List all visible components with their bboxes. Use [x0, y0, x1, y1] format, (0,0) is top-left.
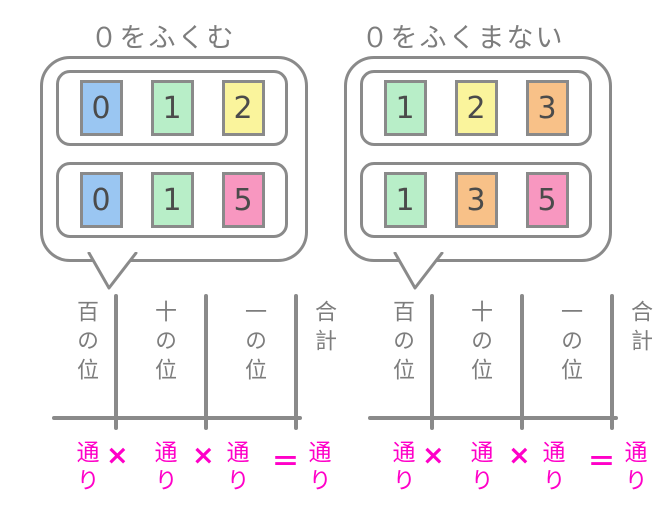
column-label-tens: 十の位: [151, 300, 176, 387]
card-row: 1 3 5: [360, 162, 592, 238]
digit-card: 2: [454, 80, 498, 136]
card-row: 1 2 3: [360, 70, 592, 146]
ways-count: 通り: [150, 440, 176, 496]
ways-count: 通り: [538, 440, 564, 496]
card-row: 0 1 2: [56, 70, 288, 146]
ways-count: 通り: [304, 440, 330, 496]
ways-count: 通り: [72, 440, 98, 496]
column-label-ones: 一の位: [557, 300, 582, 387]
ways-count: 通り: [222, 440, 248, 496]
column-divider: [430, 294, 434, 430]
bubble-tail-icon: [393, 252, 444, 290]
digit-card: 1: [150, 80, 194, 136]
card-bubble-includes-zero: 0 1 2 0 1 5: [40, 56, 308, 262]
bubble-tail-icon: [87, 252, 138, 290]
equals-sign: ＝: [272, 447, 299, 478]
column-label-hundreds: 百の位: [389, 300, 414, 387]
ways-count: 通り: [620, 440, 646, 496]
ways-count: 通り: [466, 440, 492, 496]
column-label-hundreds: 百の位: [73, 300, 98, 387]
place-value-table-right: 百の位 十の位 一の位 合計: [368, 294, 654, 430]
digit-card: 3: [454, 172, 498, 228]
column-label-ones: 一の位: [241, 300, 266, 387]
digit-card: 1: [150, 172, 194, 228]
formula-right: 通り × 通り × 通り ＝ 通り: [368, 438, 654, 520]
formula-left: 通り × 通り × 通り ＝ 通り: [52, 438, 352, 520]
digit-card: 2: [221, 80, 265, 136]
group-title-includes-zero: ０をふくむ: [90, 23, 236, 54]
column-divider: [204, 294, 208, 430]
column-label-total: 合計: [627, 300, 652, 358]
digit-card: 5: [221, 172, 265, 228]
column-label-total: 合計: [311, 300, 336, 358]
multiply-sign: ×: [508, 440, 531, 471]
digit-card: 3: [525, 80, 569, 136]
digit-card: 1: [383, 172, 427, 228]
column-divider: [610, 294, 614, 430]
multiply-sign: ×: [422, 440, 445, 471]
group-title-excludes-zero: ０をふくまない: [361, 23, 565, 54]
place-value-table-left: 百の位 十の位 一の位 合計: [52, 294, 352, 430]
card-row: 0 1 5: [56, 162, 288, 238]
ways-count: 通り: [388, 440, 414, 496]
digit-card: 0: [79, 172, 123, 228]
column-divider: [114, 294, 118, 430]
digit-card: 0: [79, 80, 123, 136]
multiply-sign: ×: [106, 440, 129, 471]
column-label-tens: 十の位: [467, 300, 492, 387]
card-bubble-excludes-zero: 1 2 3 1 3 5: [344, 56, 612, 262]
digit-card: 5: [525, 172, 569, 228]
column-divider: [294, 294, 298, 430]
column-divider: [520, 294, 524, 430]
equals-sign: ＝: [588, 447, 615, 478]
table-baseline: [52, 416, 302, 420]
digit-card: 1: [383, 80, 427, 136]
table-baseline: [368, 416, 618, 420]
multiply-sign: ×: [192, 440, 215, 471]
